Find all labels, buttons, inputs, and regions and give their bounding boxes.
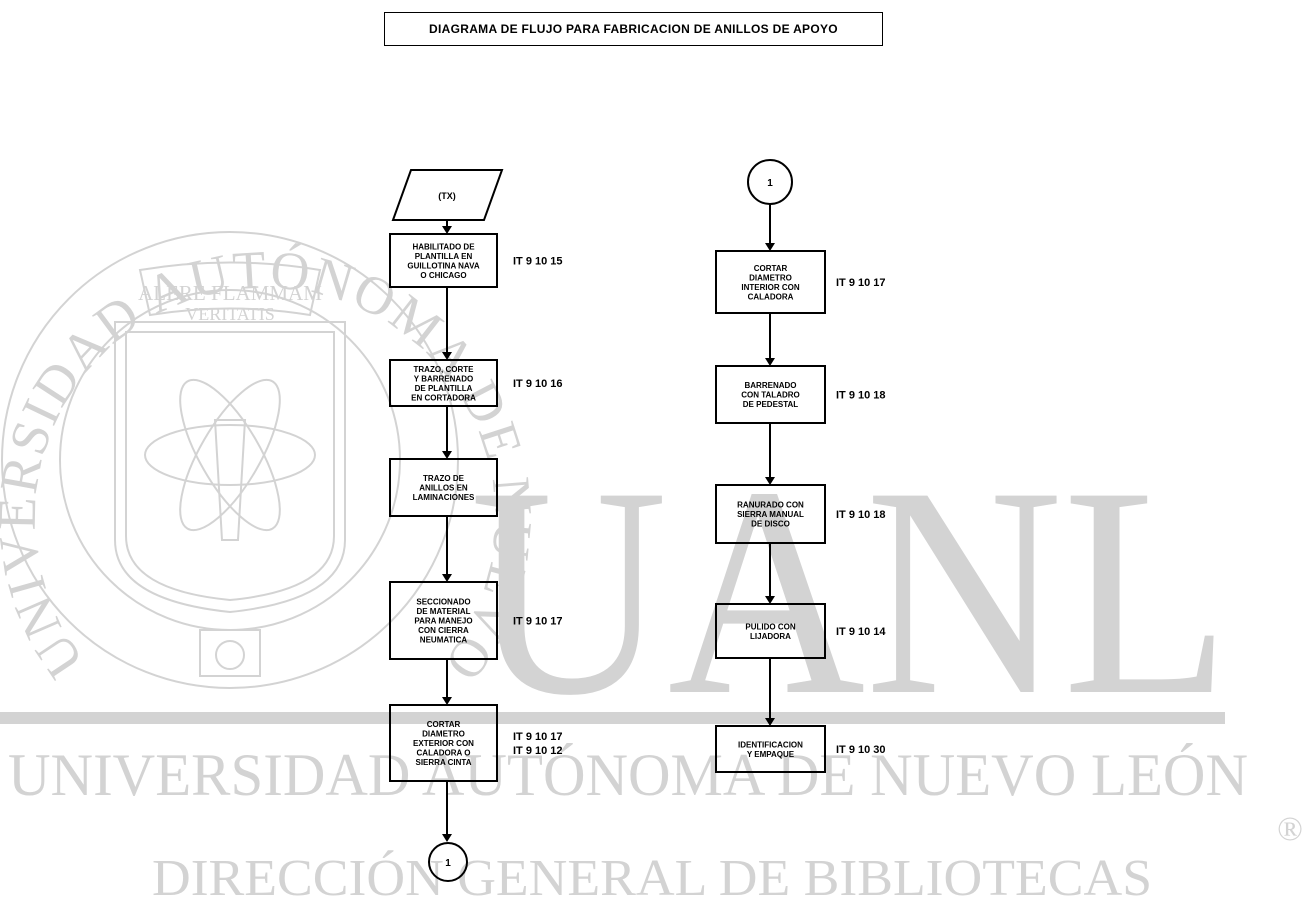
process-box-right-1-label: DIAMETRO <box>749 273 792 282</box>
connector-label-top: 1 <box>767 178 773 189</box>
process-box-right-5-label: Y EMPAQUE <box>747 750 795 759</box>
process-box-left-1-label: GUILLOTINA NAVA <box>407 261 480 270</box>
seal-motto-line2: VERITATIS <box>185 304 275 324</box>
flow-arrow-right-0-head <box>765 243 775 251</box>
start-input-label: (TX) <box>438 191 456 201</box>
flow-arrow-left-4-head <box>442 697 452 705</box>
flow-arrow-right-2-head <box>765 477 775 485</box>
process-box-left-4-label: NEUMATICA <box>420 636 468 645</box>
process-box-left-5-label: EXTERIOR CON <box>413 739 474 748</box>
process-box-left-4-label: PARA MANEJO <box>414 617 472 626</box>
process-box-left-3-label: LAMINACIONES <box>413 493 475 502</box>
process-box-left-1-ref: IT 9 10 15 <box>513 256 563 268</box>
registered-mark: ® <box>1277 811 1303 848</box>
connector-label-bottom: 1 <box>445 858 451 869</box>
process-box-right-3-ref: IT 9 10 18 <box>836 509 886 521</box>
uanl-big-letters: UANL <box>470 425 1230 757</box>
process-box-right-5-ref: IT 9 10 30 <box>836 744 886 756</box>
flow-arrow-right-3-head <box>765 596 775 604</box>
process-box-left-2 <box>389 359 498 407</box>
process-box-right-2-label: DE PEDESTAL <box>743 400 799 409</box>
process-box-left-4-ref: IT 9 10 17 <box>513 616 563 628</box>
process-box-right-3-label: RANURADO CON <box>737 501 804 510</box>
process-box-left-2-ref: IT 9 10 16 <box>513 378 563 390</box>
process-box-left-3-label: ANILLOS EN <box>419 484 468 493</box>
flow-arrow-left-1-head <box>442 352 452 360</box>
process-box-left-4-label: CON CIERRA <box>418 626 469 635</box>
process-box-right-2-label: CON TALADRO <box>741 391 800 400</box>
process-box-left-5-label: SIERRA CINTA <box>416 758 472 767</box>
flow-arrow-left-5-head <box>442 834 452 842</box>
process-box-left-2-label: TRAZO, CORTE <box>414 365 475 374</box>
library-name: DIRECCIÓN GENERAL DE BIBLIOTECAS <box>152 849 1152 907</box>
process-box-left-5 <box>389 704 498 782</box>
process-box-left-2-label: Y BARRENADO <box>414 374 473 383</box>
process-box-left-1-label: HABILITADO DE <box>412 242 475 251</box>
connector-circle-bottom <box>428 842 468 882</box>
process-box-right-4-label: LIJADORA <box>750 632 791 641</box>
process-box-right-3-label: SIERRA MANUAL <box>737 510 804 519</box>
process-box-left-5-label: DIAMETRO <box>422 730 465 739</box>
process-box-left-2-label: EN CORTADORA <box>411 393 476 402</box>
process-box-left-2-label: DE PLANTILLA <box>415 384 473 393</box>
seal-motto-line1: ALERE FLAMMAM <box>138 281 322 305</box>
flow-arrow-right-1-head <box>765 358 775 366</box>
process-box-right-1-label: CORTAR <box>754 264 788 273</box>
university-name: UNIVERSIDAD AUTÓNOMA DE NUEVO LEÓN <box>8 742 1248 808</box>
process-box-left-5-label: CORTAR <box>427 720 461 729</box>
process-box-left-5-ref: IT 9 10 12 <box>513 745 563 757</box>
process-box-left-5-label: CALADORA O <box>417 749 471 758</box>
process-box-right-1-label: INTERIOR CON <box>741 283 799 292</box>
process-box-left-4 <box>389 581 498 660</box>
process-box-left-1-label: PLANTILLA EN <box>415 252 473 261</box>
process-box-right-4-ref: IT 9 10 14 <box>836 626 886 638</box>
flow-arrow-left-0-head <box>442 226 452 234</box>
flow-arrow-left-3-head <box>442 574 452 582</box>
process-box-left-4-label: DE MATERIAL <box>416 607 470 616</box>
process-box-left-3 <box>389 458 498 517</box>
process-box-right-5-label: IDENTIFICACION <box>738 740 803 749</box>
process-box-left-5-ref: IT 9 10 17 <box>513 731 563 743</box>
process-box-right-1-label: CALADORA <box>748 292 794 301</box>
diagram-title: DIAGRAMA DE FLUJO PARA FABRICACION DE AN… <box>384 12 883 46</box>
university-seal <box>1 231 459 689</box>
process-box-right-4-label: PULIDO CON <box>745 622 795 631</box>
process-box-right-2-ref: IT 9 10 18 <box>836 390 886 402</box>
flow-arrow-left-2-head <box>442 451 452 459</box>
watermark-rule <box>0 712 1225 724</box>
flow-arrow-right-4-head <box>765 718 775 726</box>
process-box-right-2-label: BARRENADO <box>745 381 797 390</box>
start-input-shape <box>391 169 504 221</box>
process-box-right-3-label: DE DISCO <box>751 520 790 529</box>
process-box-left-3-label: TRAZO DE <box>423 474 465 483</box>
process-box-left-4-label: SECCIONADO <box>416 598 470 607</box>
process-box-right-5 <box>715 725 826 773</box>
process-box-right-1-ref: IT 9 10 17 <box>836 277 886 289</box>
process-box-left-1 <box>389 233 498 288</box>
process-box-left-1-label: O CHICAGO <box>420 271 466 280</box>
